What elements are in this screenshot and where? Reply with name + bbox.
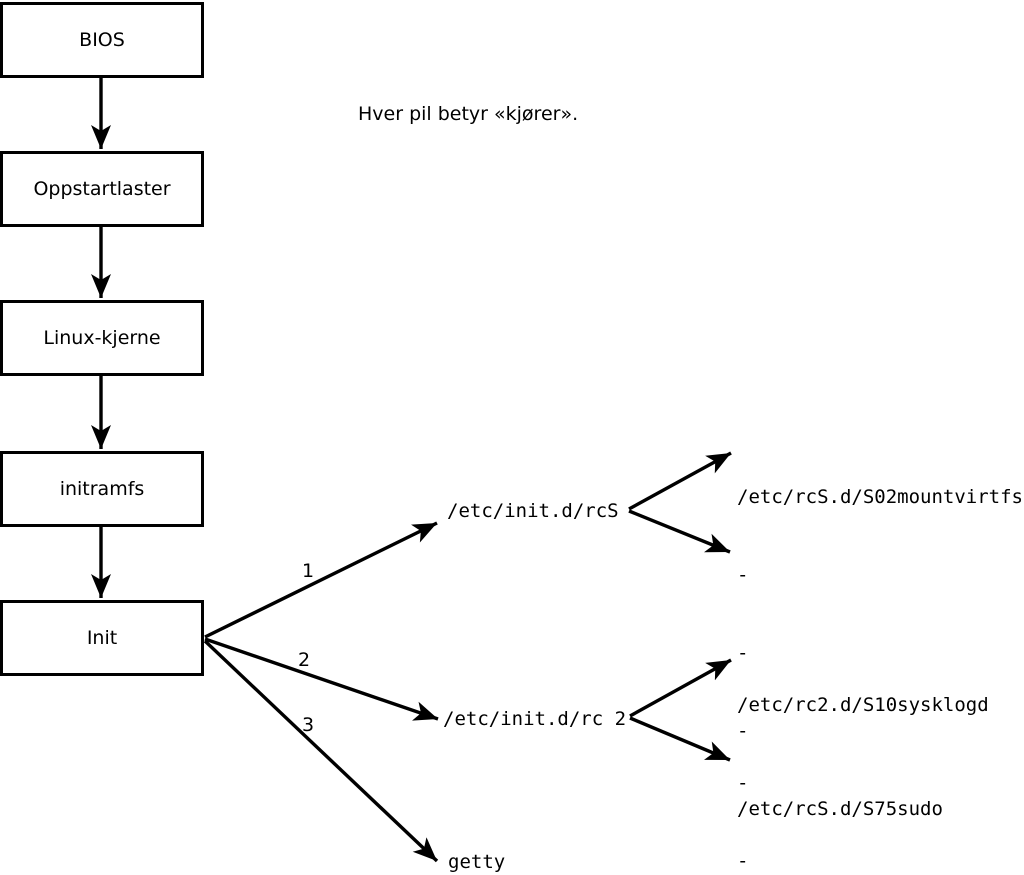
script-list-rc2: /etc/rc2.d/S10sysklogd - - - /etc/rc2.d/… (737, 640, 989, 875)
target-rcs: /etc/init.d/rcS (447, 500, 619, 522)
flow-box-linux-kjerne-label: Linux-kjerne (43, 327, 161, 349)
script-line-ellipsis: - (737, 564, 749, 586)
target-getty: getty (448, 851, 506, 873)
script-line: /etc/rc2.d/S10sysklogd (737, 694, 989, 716)
flow-box-init-label: Init (86, 627, 118, 649)
flow-box-initramfs-label: initramfs (59, 478, 145, 500)
flow-box-bios: BIOS (0, 2, 204, 78)
script-list-rcs: /etc/rcS.d/S02mountvirtfs - - - /etc/rcS… (737, 432, 1023, 874)
arrow-rcs-to-s02mountvirtfs (628, 451, 732, 511)
run-order-label-3: 3 (302, 714, 315, 736)
arrow-rc2-to-s10sysklogd (629, 658, 732, 718)
script-line: /etc/rcS.d/S75sudo (737, 798, 943, 820)
run-order-label-1: 1 (302, 560, 315, 582)
script-line: /etc/rcS.d/S02mountvirtfs (737, 486, 1023, 508)
script-line-ellipsis: - (737, 642, 749, 664)
run-order-label-2: 2 (298, 649, 311, 671)
flow-box-oppstartlaster-label: Oppstartlaster (33, 178, 171, 200)
arrow-init-to-rcs (204, 521, 438, 639)
flow-box-bios-label: BIOS (79, 29, 125, 51)
script-line-ellipsis: - (737, 850, 749, 872)
flow-box-initramfs: initramfs (0, 451, 204, 527)
flow-box-init: Init (0, 600, 204, 676)
arrow-rcs-to-s75sudo (628, 509, 731, 554)
arrow-rc2-to-s99gdm (629, 716, 731, 762)
flow-box-oppstartlaster: Oppstartlaster (0, 151, 204, 227)
arrow-init-to-rc2 (204, 637, 439, 721)
script-line-ellipsis: - (737, 772, 749, 794)
arrow-init-to-getty (203, 639, 439, 863)
flow-box-linux-kjerne: Linux-kjerne (0, 300, 204, 376)
target-rc2: /etc/init.d/rc 2 (443, 708, 627, 730)
script-line-ellipsis: - (737, 720, 749, 742)
note-text: Hver pil betyr «kjører». (358, 103, 579, 125)
